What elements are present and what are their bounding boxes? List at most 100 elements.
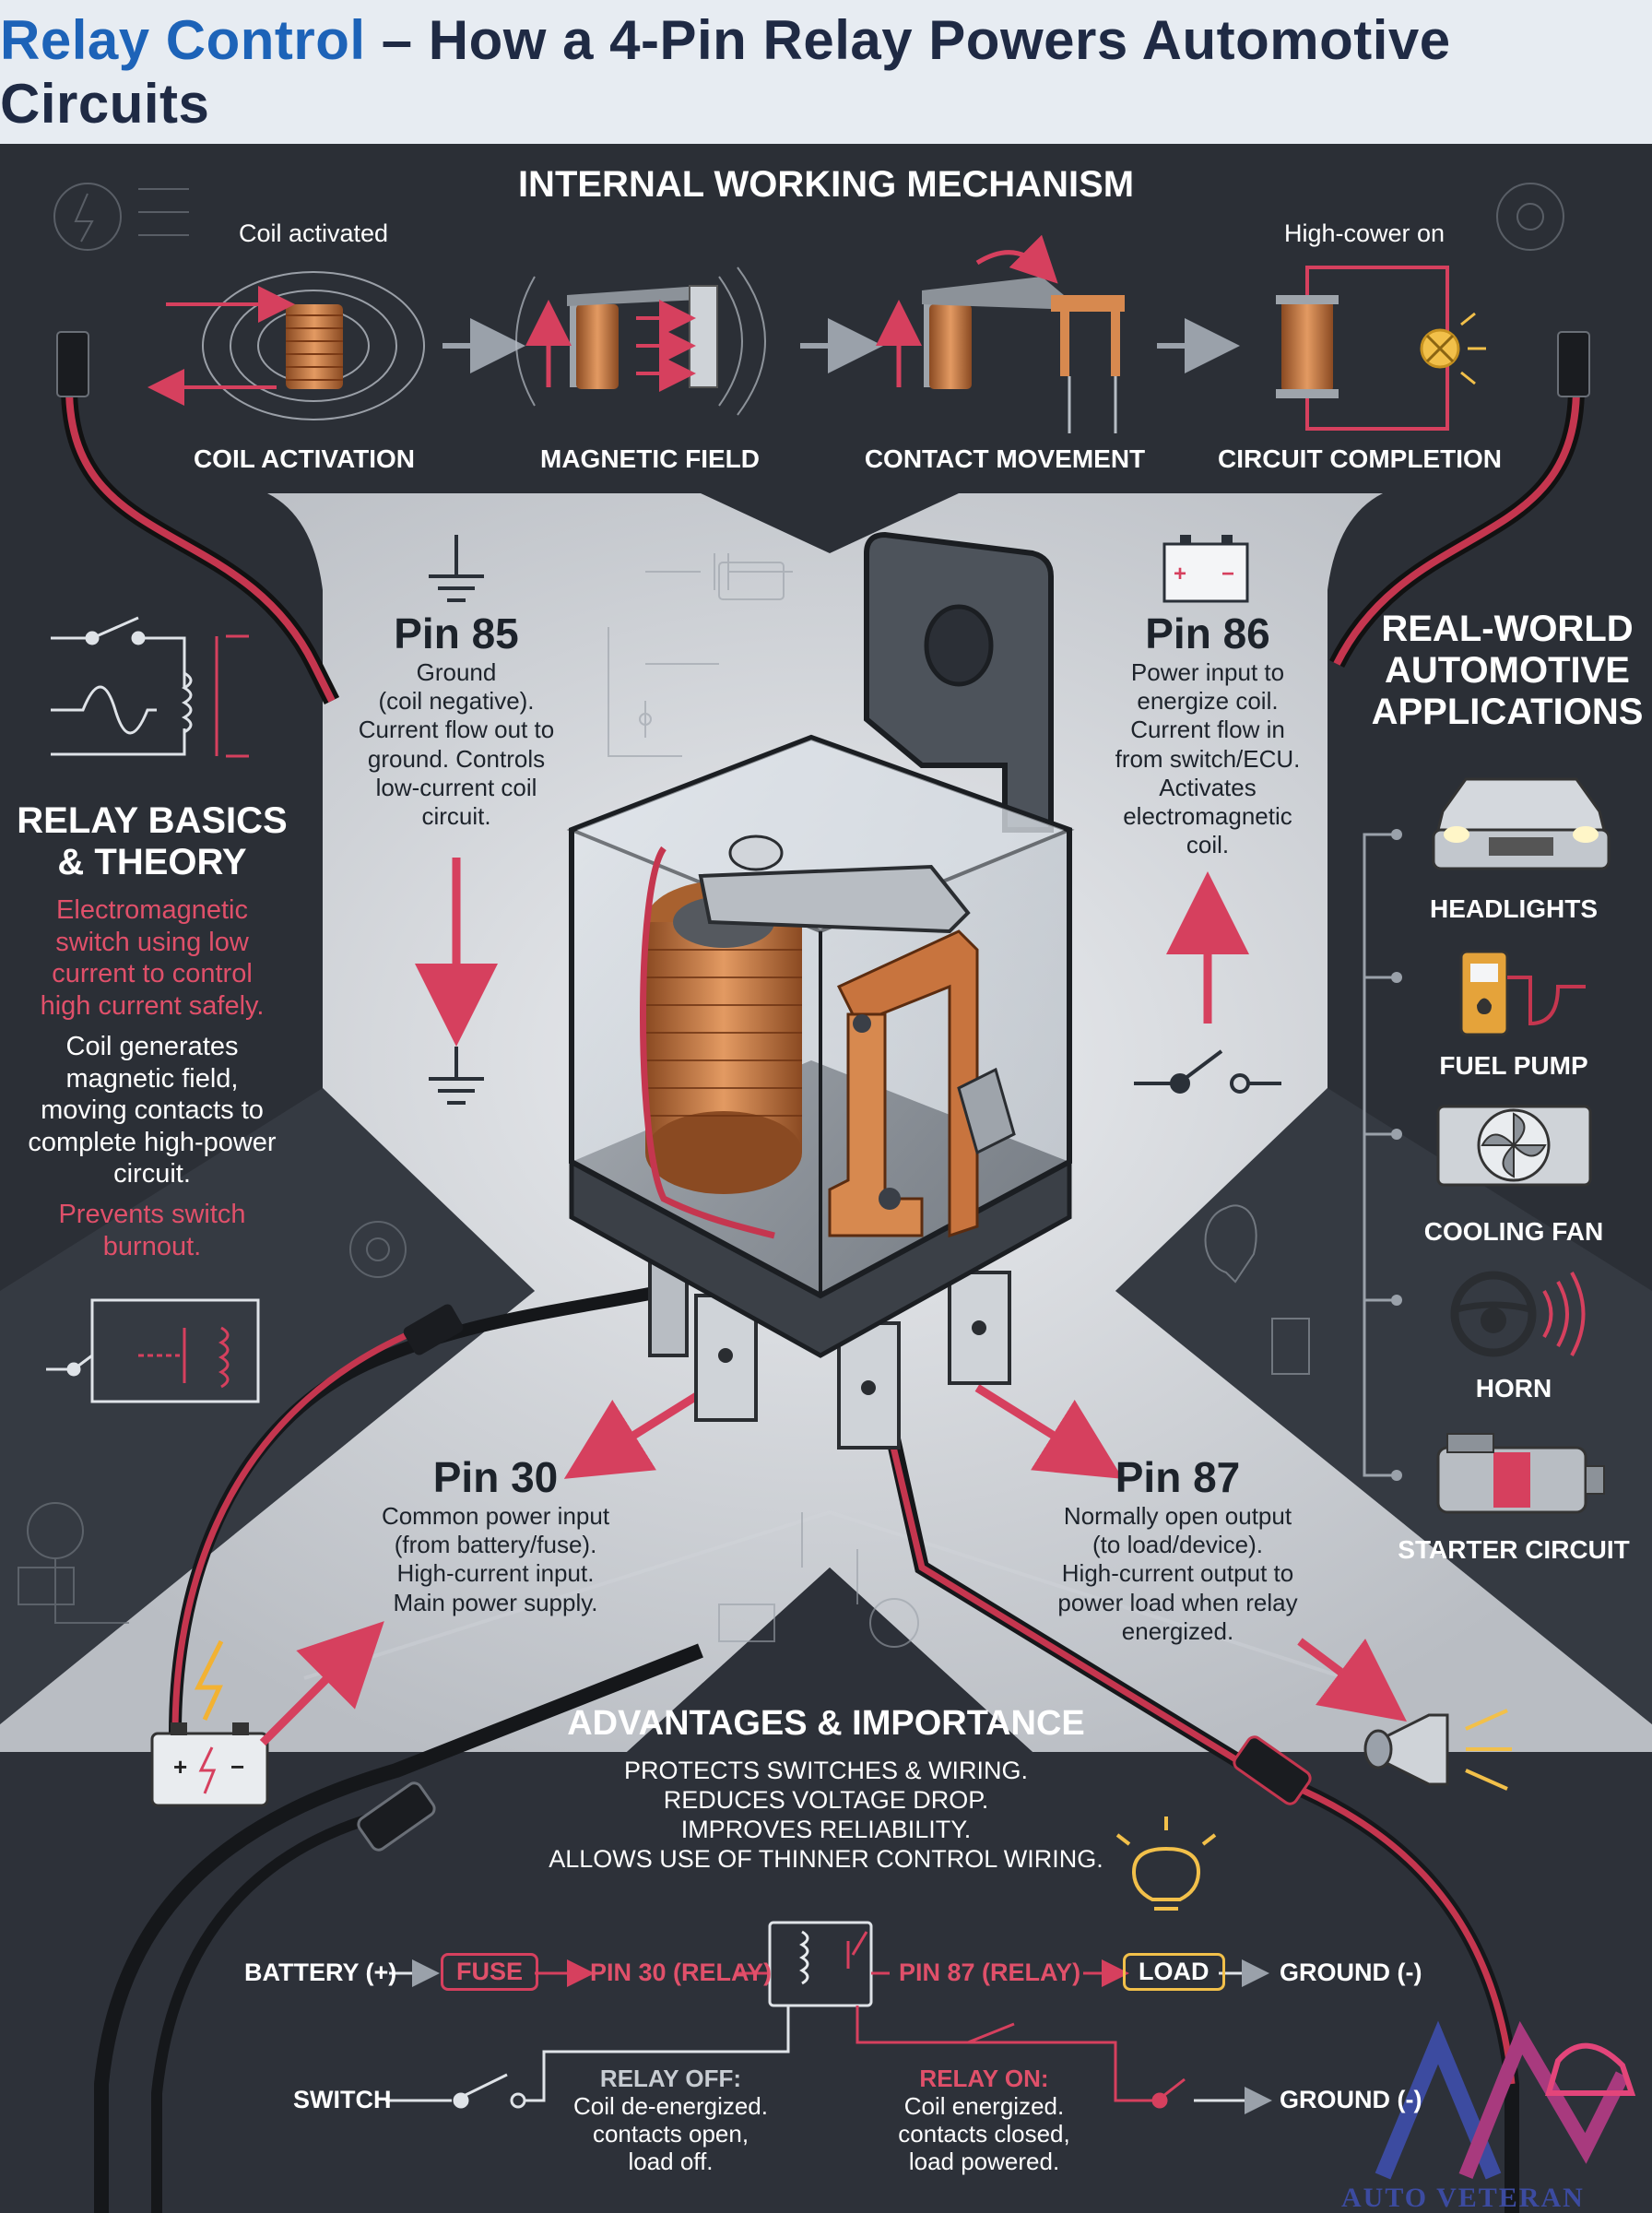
applications-heading: REAL-WORLD AUTOMOTIVE APPLICATIONS	[1364, 609, 1650, 734]
basics-heading: RELAY BASICS & THEORY	[14, 800, 290, 883]
pin86-battery-icon: + −	[1162, 535, 1249, 603]
contact-movement-diagram	[876, 234, 1125, 433]
step-contact-movement: CONTACT MOVEMENT	[864, 444, 1146, 473]
coil-activated-caption: Coil activated	[238, 219, 389, 247]
advantage-item: IMPROVES RELIABILITY.	[680, 1815, 972, 1843]
basics-white-line: Coil generates	[65, 1032, 239, 1061]
relay-off-line: load off.	[628, 2147, 714, 2175]
pin-30-line: Common power input	[381, 1502, 610, 1530]
logo-text: AUTO VETERAN	[1341, 2183, 1585, 2213]
pin-87-line: (to load/device).	[1092, 1531, 1263, 1559]
flow-pin30: PIN 30 (RELAY)	[590, 1959, 773, 1986]
car-icon	[1432, 777, 1611, 870]
pin-86-text: Power input to energize coil. Current fl…	[1092, 658, 1323, 859]
relay-on-block: RELAY ON: Coil energized. contacts close…	[867, 2065, 1102, 2176]
app-headlights: HEADLIGHTS	[1430, 894, 1598, 923]
pin-86-line: coil.	[1186, 831, 1230, 859]
advantage-item: REDUCES VOLTAGE DROP.	[663, 1785, 989, 1814]
basics-red-line: high current safely.	[40, 990, 265, 1021]
high-power-caption: High-cower on	[1283, 219, 1446, 247]
applications-heading-line: REAL-WORLD	[1381, 609, 1634, 649]
relay-basics-schematic-top	[51, 616, 249, 758]
relay-on-line: Coil energized.	[903, 2091, 1065, 2120]
advantage-item: ALLOWS USE OF THINNER CONTROL WIRING.	[549, 1844, 1103, 1873]
pin-85-block: Pin 85 Ground (coil negative). Current f…	[332, 609, 581, 831]
app-fuel-pump: FUEL PUMP	[1439, 1051, 1588, 1080]
left-top-cable	[61, 386, 340, 705]
app-cooling-fan: COOLING FAN	[1423, 1217, 1604, 1246]
step-circuit-completion: CIRCUIT COMPLETION	[1218, 444, 1502, 473]
pin-87-line: High-current output to	[1061, 1559, 1294, 1588]
svg-text:+: +	[173, 1753, 187, 1781]
cooling-fan-icon	[1436, 1105, 1592, 1187]
basics-red-line: switch using low	[55, 927, 249, 957]
pin-85-line: Current flow out to	[358, 716, 555, 744]
basics-white-line: magnetic field,	[65, 1063, 239, 1094]
pin-85-title: Pin 85	[394, 609, 519, 657]
basics-white-line: moving contacts to	[41, 1095, 264, 1125]
relay-on-line: contacts closed,	[898, 2119, 1070, 2148]
pin-87-block: Pin 87 Normally open output (to load/dev…	[1042, 1452, 1314, 1646]
pin-86-line: from switch/ECU.	[1115, 744, 1301, 773]
title-rest: – How a 4-Pin Relay Powers Automotive Ci…	[0, 9, 1451, 135]
svg-text:+: +	[1174, 562, 1186, 586]
relay-off-line: contacts open,	[592, 2119, 749, 2148]
pin-85-line: ground. Controls	[367, 744, 546, 773]
fuel-pump-icon	[1459, 950, 1586, 1036]
app-starter-circuit: STARTER CIRCUIT	[1398, 1535, 1630, 1564]
ground-symbol-top	[429, 535, 484, 602]
flow-pin87: PIN 87 (RELAY)	[899, 1959, 1081, 1986]
basics-heading-line2: & THEORY	[57, 841, 247, 882]
pin-87-title: Pin 87	[1115, 1453, 1241, 1501]
pin-87-line: Normally open output	[1063, 1502, 1292, 1530]
page-title: Relay Control – How a 4-Pin Relay Powers…	[0, 8, 1652, 136]
pin-87-text: Normally open output (to load/device). H…	[1042, 1502, 1314, 1646]
flow-fuse: FUSE	[441, 1953, 539, 1991]
pin-86-line: Power input to	[1130, 658, 1285, 686]
pin-85-text: Ground (coil negative). Current flow out…	[332, 658, 581, 831]
relay-off-title: RELAY OFF:	[599, 2065, 742, 2092]
title-bar: Relay Control – How a 4-Pin Relay Powers…	[0, 0, 1652, 144]
pin-86-block: Pin 86 Power input to energize coil. Cur…	[1092, 609, 1323, 859]
ground-symbol-bottom	[429, 1047, 484, 1105]
headlamp-icon	[1363, 1709, 1512, 1791]
pin-86-line: energize coil.	[1137, 687, 1279, 716]
basics-white-line: circuit.	[113, 1159, 191, 1189]
step-coil-activation: COIL ACTIVATION	[193, 444, 416, 473]
pin-86-line: Activates	[1159, 773, 1257, 801]
basics-red-line: current to control	[52, 959, 253, 988]
pin-30-line: High-current input.	[396, 1559, 595, 1588]
magnetic-field-diagram	[515, 266, 766, 416]
advantages-list: PROTECTS SWITCHES & WIRING. REDUCES VOLT…	[461, 1757, 1191, 1874]
starter-motor-icon	[1436, 1433, 1605, 1514]
flow-ground-2: GROUND (-)	[1280, 2086, 1422, 2113]
relay-off-line: Coil de-energized.	[572, 2091, 768, 2120]
advantage-item: PROTECTS SWITCHES & WIRING.	[623, 1757, 1028, 1784]
applications-heading-line: AUTOMOTIVE	[1385, 650, 1630, 692]
pin-85-line: Ground	[416, 658, 497, 686]
svg-text:−: −	[1221, 562, 1234, 586]
pin-86-line: electromagnetic	[1123, 801, 1292, 830]
advantages-heading: ADVANTAGES & IMPORTANCE	[567, 1704, 1085, 1743]
pin86-switch-symbol	[1134, 1049, 1281, 1094]
relay-illustration	[566, 531, 1075, 1450]
title-accent: Relay Control	[0, 9, 366, 71]
relay-basics-schematic-bottom	[46, 1298, 260, 1403]
basics-red-text-2: Prevents switch burnout.	[18, 1199, 286, 1262]
basics-red2-line: burnout.	[102, 1231, 202, 1261]
flow-load: LOAD	[1123, 1953, 1225, 1991]
step-magnetic-field: MAGNETIC FIELD	[540, 444, 760, 473]
basics-red-line: Electromagnetic	[56, 895, 248, 925]
pin-87-line: energized.	[1121, 1616, 1234, 1645]
flow-battery: BATTERY (+)	[244, 1959, 397, 1986]
app-horn: HORN	[1475, 1374, 1552, 1402]
pin-30-text: Common power input (from battery/fuse). …	[364, 1502, 627, 1617]
flow-switch: SWITCH	[293, 2086, 392, 2113]
pin-86-title: Pin 86	[1145, 609, 1270, 657]
basics-red-text: Electromagnetic switch using low current…	[18, 894, 286, 1022]
relay-on-title: RELAY ON:	[919, 2065, 1049, 2092]
pin-30-block: Pin 30 Common power input (from battery/…	[364, 1452, 627, 1617]
flow-ground: GROUND (-)	[1280, 1959, 1422, 1986]
circuit-completion-diagram	[1276, 266, 1486, 431]
